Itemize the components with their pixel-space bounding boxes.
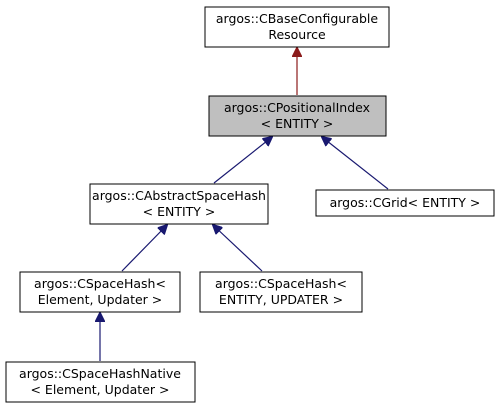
node-base-line1: argos::CBaseConfigurable [216,11,378,26]
node-space-hash-element-updater[interactable]: argos::CSpaceHash< Element, Updater > [19,271,181,313]
node-base-line2: Resource [268,27,326,42]
node-space-hash-native[interactable]: argos::CSpaceHashNative < Element, Updat… [5,361,196,403]
edge-hash-elem-to-abstract [121,225,167,272]
node-positional-line1: argos::CPositionalIndex [224,100,370,115]
node-grid-line1: argos::CGrid< ENTITY > [330,195,481,210]
node-native-line1: argos::CSpaceHashNative [19,366,181,381]
node-hash-entity-line1: argos::CSpaceHash< [215,276,347,291]
node-space-hash-entity-updater[interactable]: argos::CSpaceHash< ENTITY, UPDATER > [199,271,363,313]
edge-abstract-to-positional [213,137,272,184]
node-hash-elem-line2: Element, Updater > [38,292,163,307]
node-positional-index[interactable]: argos::CPositionalIndex < ENTITY > [208,95,387,137]
node-grid[interactable]: argos::CGrid< ENTITY > [315,189,495,217]
edge-hash-entity-to-abstract [213,225,263,272]
node-base-configurable-resource[interactable]: argos::CBaseConfigurable Resource [204,6,390,48]
node-hash-entity-line2: ENTITY, UPDATER > [219,292,343,307]
node-abstract-line2: < ENTITY > [143,204,216,219]
node-abstract-line1: argos::CAbstractSpaceHash [92,188,266,203]
edge-grid-to-positional [322,137,389,190]
node-abstract-space-hash[interactable]: argos::CAbstractSpaceHash < ENTITY > [89,183,269,225]
node-positional-line2: < ENTITY > [261,116,334,131]
node-hash-elem-line1: argos::CSpaceHash< [34,276,166,291]
node-native-line2: < Element, Updater > [30,382,169,397]
